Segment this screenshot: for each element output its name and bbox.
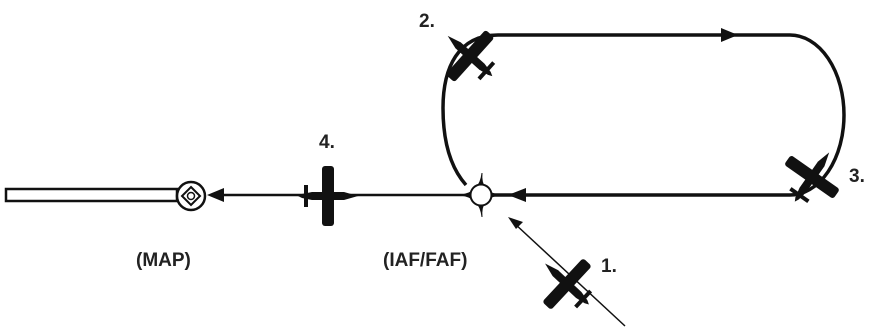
position-label-1: 1.: [601, 256, 617, 277]
runway: [4, 187, 179, 203]
aircraft-1: [524, 241, 610, 327]
aircraft-2: [427, 13, 513, 99]
aircraft-4: [298, 166, 358, 226]
aircraft-icon: [298, 166, 358, 226]
direction-arrow-icon: [508, 217, 523, 229]
direction-arrow-icon: [207, 188, 224, 202]
iaf-faf-label: (IAF/FAF): [383, 250, 467, 271]
direction-arrow-icon: [508, 188, 526, 202]
missed-approach-point-icon: [175, 180, 207, 212]
map-waypoint: [175, 180, 207, 212]
holding-pattern-path: [441, 33, 846, 197]
position-label-3: 3.: [849, 166, 865, 187]
position-label-4: 4.: [319, 132, 335, 153]
holding-racetrack: [441, 28, 846, 202]
position-label-2: 2.: [419, 11, 435, 32]
runway-icon: [4, 187, 179, 203]
aircraft-icon: [427, 13, 513, 99]
direction-arrow-icon: [721, 28, 738, 42]
map-label: (MAP): [136, 250, 191, 271]
iaf-faf-waypoint: [459, 172, 501, 218]
aircraft-icon: [524, 241, 610, 327]
